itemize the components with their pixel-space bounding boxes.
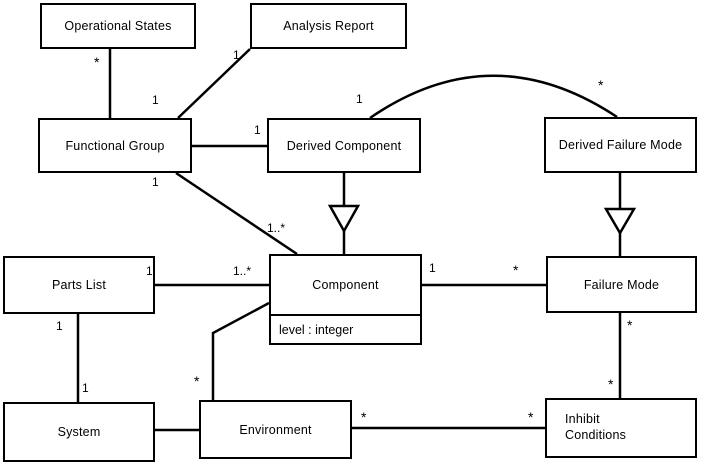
generalization-triangle-icon-component [327,204,361,234]
multiplicity-component-failure-mode: 1 [429,261,436,275]
class-name-environment: Environment [239,422,312,437]
class-box-derived-failure-mode[interactable]: Derived Failure Mode [544,117,697,173]
class-box-functional-group[interactable]: Functional Group [38,118,192,173]
class-name-functional-group: Functional Group [65,138,165,153]
edge-analysis-report-functional-group [177,48,251,119]
class-name-inhibit-conditions: Inhibit Conditions [565,412,627,442]
class-box-parts-list[interactable]: Parts List [3,256,155,314]
class-name-parts-list: Parts List [51,278,107,292]
edge-functional-group-component [175,171,298,256]
multiplicity-system-parts-list: 1 [82,381,89,395]
multiplicity-analysis-report-functional-group: 1 [233,48,240,62]
multiplicity-environment-inhibit-conditions: * [361,409,367,425]
multiplicity-functional-group-operational-states: 1 [152,93,159,107]
class-name-derived-failure-mode: Derived Failure Mode [558,138,683,152]
generalization-triangle-icon-failure-mode [603,207,637,236]
class-box-inhibit-conditions[interactable]: Inhibit Conditions [545,398,697,458]
class-name-system: System [57,425,101,439]
multiplicity-component-parts-list: 1..* [233,264,252,278]
edge-derived-component-derived-failure-mode [369,74,618,120]
class-box-environment[interactable]: Environment [199,400,352,459]
multiplicity-component-functional-group: 1..* [267,221,286,235]
multiplicity-derived-failure-mode-arc: * [598,77,604,93]
class-name-component: Component [312,278,379,292]
class-box-failure-mode[interactable]: Failure Mode [546,256,697,313]
class-name-operational-states: Operational States [64,19,172,33]
class-box-operational-states[interactable]: Operational States [40,3,196,49]
multiplicity-parts-list-component: 1 [146,264,153,278]
multiplicity-inhibit-conditions-environment: * [528,409,534,425]
class-box-system[interactable]: System [3,402,155,462]
multiplicity-parts-list-system: 1 [56,319,63,333]
multiplicity-derived-component-functional-group: 1 [254,123,261,137]
class-name-analysis-report: Analysis Report [283,19,374,33]
multiplicity-failure-mode-component: * [513,262,519,278]
multiplicity-functional-group-component: 1 [152,175,159,189]
class-box-derived-component[interactable]: Derived Component [267,118,421,173]
multiplicity-derived-component-arc: 1 [356,92,363,106]
multiplicity-operational-states-star: * [94,54,100,70]
class-box-component[interactable]: Component level : integer [269,254,422,345]
class-box-analysis-report[interactable]: Analysis Report [250,3,407,49]
class-name-failure-mode: Failure Mode [583,277,660,292]
multiplicity-inhibit-conditions-failure-mode: * [608,376,614,392]
class-attribute-component-level: level : integer [271,314,420,343]
multiplicity-environment-component: * [194,373,200,389]
edge-environment-component [211,301,270,400]
class-name-derived-component: Derived Component [286,138,402,153]
multiplicity-failure-mode-inhibit-conditions: * [627,317,633,333]
